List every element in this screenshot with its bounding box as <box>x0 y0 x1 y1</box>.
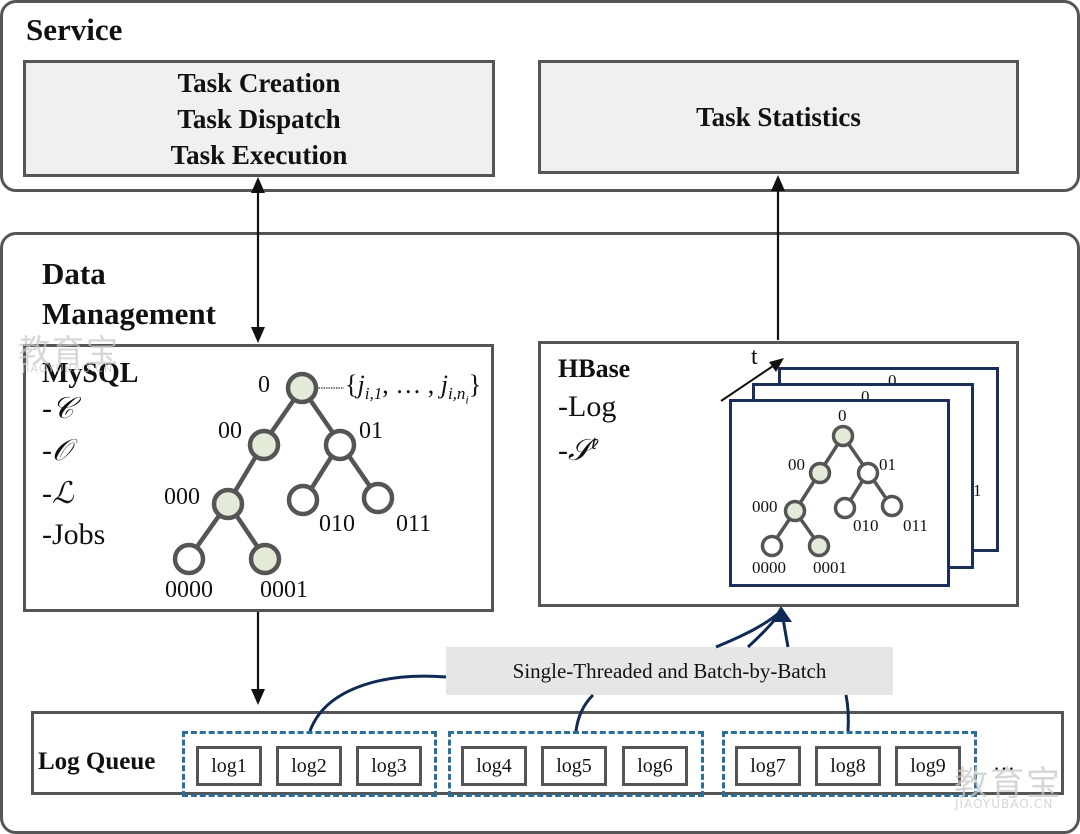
tree-node-0001 <box>248 542 282 576</box>
mysql-node-label-000: 000 <box>164 484 200 510</box>
log-batch-1[interactable] <box>182 731 437 797</box>
mysql-node-label-00: 00 <box>218 418 242 444</box>
hbase-node-label-011: 011 <box>903 516 928 535</box>
tree-node-000 <box>211 487 245 521</box>
job-subsubscript: i <box>465 392 469 407</box>
log-item-7[interactable]: log7 <box>735 746 801 786</box>
mysql-field-o: -𝒪 <box>42 434 71 467</box>
mysql-node-label-011: 011 <box>396 511 432 537</box>
batch-1-curve <box>308 674 447 732</box>
tree-node-01 <box>323 428 357 462</box>
tree-node-0001 <box>807 534 831 558</box>
job-symbol-2: j <box>440 370 448 399</box>
mysql-node-label-0001: 0001 <box>260 577 308 603</box>
mysql-node-label-01: 01 <box>359 418 383 444</box>
hbase-node-label-010: 010 <box>853 516 879 535</box>
data-management-title-line1: Data <box>42 256 106 291</box>
tree-node-01 <box>856 461 880 485</box>
mysql-logqueue-arrowhead <box>251 689 265 705</box>
job-symbol-1: j <box>357 370 365 399</box>
brace-open: { <box>345 370 358 399</box>
log-item-3[interactable]: log3 <box>356 746 422 786</box>
job-subscript-2: i,n <box>447 384 466 404</box>
log-queue-ellipsis: … <box>993 750 1015 775</box>
watermark-bottom-right: 教育宝 <box>954 756 1062 805</box>
batch-1-curve-upper <box>715 610 781 649</box>
hbase-node-label-000: 000 <box>752 497 778 516</box>
hbase-title: HBase <box>558 354 631 383</box>
tree-node-010 <box>833 496 857 520</box>
tree-node-0000 <box>760 534 784 558</box>
hbase-field-st: -𝒮t <box>558 432 597 468</box>
data-management-title-line2: Management <box>42 296 216 331</box>
tree-node-00 <box>247 428 281 462</box>
tree-node-011 <box>880 494 904 518</box>
log-item-6[interactable]: log6 <box>622 746 688 786</box>
task-creation-label: Task Creation <box>177 67 341 98</box>
log-item-5[interactable]: log5 <box>541 746 607 786</box>
service-title: Service <box>26 12 123 47</box>
tree-node-000 <box>783 499 807 523</box>
mysql-node-label-0: 0 <box>258 372 270 398</box>
tree-node-010 <box>286 483 320 517</box>
log-item-9[interactable]: log9 <box>895 746 961 786</box>
mysql-node-label-010: 010 <box>319 511 355 537</box>
watermark-top-left-latin: JIAOYUBAO.CN <box>22 362 114 375</box>
log-batch-3[interactable] <box>722 731 977 797</box>
log-batch-2[interactable] <box>448 731 704 797</box>
tree-node-0000 <box>172 542 206 576</box>
service-mysql-arrowhead-up <box>251 177 265 193</box>
root-job-set-annotation: {ji,1, … , ji,ni} <box>345 370 481 408</box>
task-dispatch-label: Task Dispatch <box>177 103 341 134</box>
task-statistics-box[interactable]: Task Statistics <box>538 60 1019 174</box>
hbase-node-label-0: 0 <box>838 406 847 425</box>
tree-node-011 <box>361 481 395 515</box>
hbase-field-log: -Log <box>558 390 617 423</box>
hbase-node-label-01: 01 <box>879 455 896 474</box>
task-execution-label: Task Execution <box>170 139 348 170</box>
watermark-chinese-2: 教育宝 <box>954 764 1062 804</box>
mysql-title: MySQL <box>42 358 139 389</box>
task-ops-box[interactable]: Task Creation Task Dispatch Task Executi… <box>23 60 495 177</box>
brace-close: } <box>468 370 482 399</box>
log-item-8[interactable]: log8 <box>815 746 881 786</box>
task-statistics-label: Task Statistics <box>696 102 861 132</box>
watermark-bottom-right-latin: JIAOYUBAO.CN <box>955 797 1054 811</box>
time-axis-arrowhead <box>769 358 784 372</box>
snapshot-mid-label-top: 0 <box>861 387 870 406</box>
log-queue-title: Log Queue <box>38 748 156 775</box>
watermark-chinese-1: 教育宝 <box>18 332 121 370</box>
hbase-statistics-arrowhead <box>771 175 785 191</box>
hbase-node-label-00: 00 <box>788 455 805 474</box>
mysql-field-c: -𝒞 <box>42 392 74 425</box>
tree-node-00 <box>808 461 832 485</box>
tree-node-0 <box>831 424 855 448</box>
hbase-field-st-superscript: t <box>591 432 597 454</box>
watermark-top-left: 教育宝 <box>18 326 120 372</box>
log-item-1[interactable]: log1 <box>196 746 262 786</box>
batch-2-curve <box>574 693 595 732</box>
mysql-field-l: -ℒ <box>42 477 74 510</box>
hbase-ingest-arrowhead <box>771 606 792 622</box>
job-subscript-1: i,1 <box>364 384 383 404</box>
hbase-field-st-base: -𝒮 <box>558 434 592 467</box>
ellipsis: , … , <box>382 370 441 399</box>
hbase-node-label-0000: 0000 <box>752 558 786 577</box>
processing-mode-callout: Single-Threaded and Batch-by-Batch <box>446 647 893 695</box>
hbase-node-label-0001: 0001 <box>813 558 847 577</box>
service-mysql-arrowhead-down <box>251 327 265 343</box>
time-axis-label: t <box>751 344 758 370</box>
snapshot-back-label-right: 1 <box>973 481 982 500</box>
snapshot-back-label-top: 0 <box>888 371 897 390</box>
log-item-2[interactable]: log2 <box>276 746 342 786</box>
log-item-4[interactable]: log4 <box>461 746 527 786</box>
tree-node-0 <box>285 371 319 405</box>
time-axis-line <box>720 363 777 402</box>
mysql-node-label-0000: 0000 <box>165 577 213 603</box>
mysql-field-jobs: -Jobs <box>42 518 106 551</box>
batch-3-curve <box>844 694 850 732</box>
